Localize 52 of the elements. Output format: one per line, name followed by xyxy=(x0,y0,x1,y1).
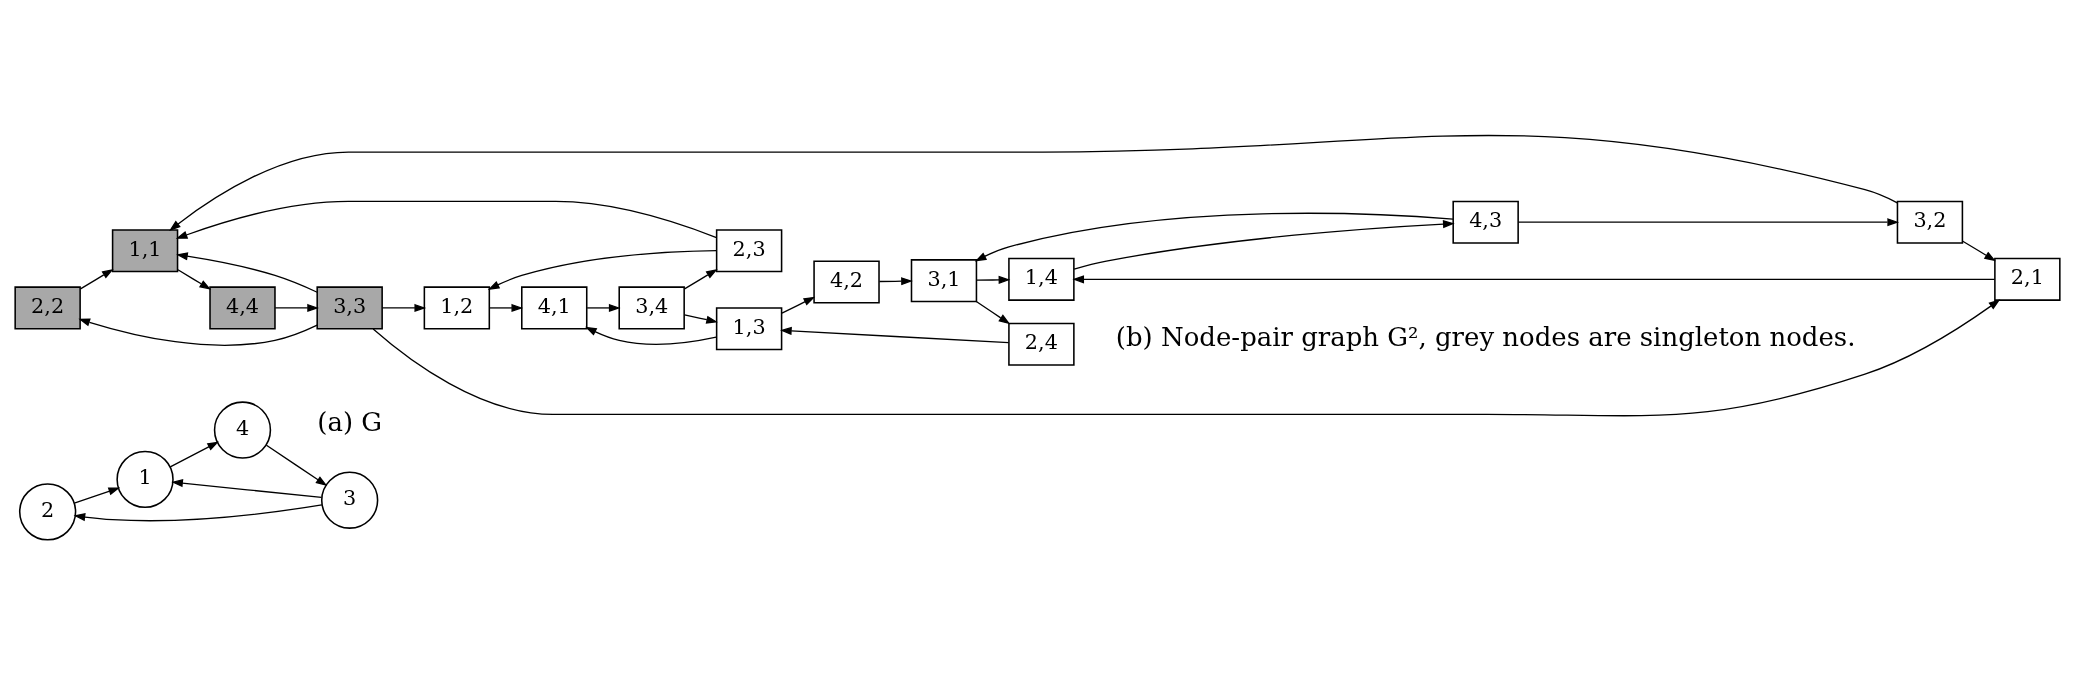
arrow xyxy=(176,252,318,293)
arrow xyxy=(683,268,718,290)
arrow xyxy=(683,314,718,324)
node-box: 1,4 xyxy=(1008,257,1075,301)
arrow xyxy=(78,318,318,346)
arrow xyxy=(585,326,717,345)
arrow xyxy=(586,303,621,313)
arrow xyxy=(489,303,524,313)
arrow xyxy=(171,479,323,499)
node-box: 3,2 xyxy=(1896,200,1964,244)
node-box: 3,4 xyxy=(618,286,685,330)
node-box: 2,3 xyxy=(715,229,783,273)
arrow xyxy=(1072,275,1996,284)
arrow xyxy=(175,200,718,239)
node-box: 2,4 xyxy=(1008,322,1075,366)
node-box: 4,2 xyxy=(813,260,880,304)
arrow xyxy=(878,277,913,286)
arrow xyxy=(372,299,2001,417)
arrow xyxy=(169,135,1898,232)
arrow xyxy=(79,268,114,290)
node-circle: 4 xyxy=(213,401,272,459)
node-box: 1,2 xyxy=(423,286,491,330)
arrow xyxy=(976,275,1011,284)
node-box: 2,2 xyxy=(14,286,81,330)
node-box: 3,3 xyxy=(316,286,383,330)
node-box: 4,1 xyxy=(521,286,588,330)
arrow xyxy=(781,296,816,314)
node-box: 3,1 xyxy=(910,259,978,303)
arrow xyxy=(381,303,427,313)
label: (a) G xyxy=(317,407,383,438)
arrow xyxy=(274,303,319,313)
arrow xyxy=(1073,220,1455,270)
arrow xyxy=(73,504,323,522)
node-box: 4,3 xyxy=(1452,200,1519,244)
arrow xyxy=(169,441,219,468)
node-box: 4,4 xyxy=(209,286,276,330)
label: (b) Node-pair graph G², grey nodes are singleton nodes. xyxy=(1115,321,1856,352)
arrow xyxy=(265,444,328,487)
arrow xyxy=(1962,240,1996,262)
arrow xyxy=(1517,218,1900,227)
arrow xyxy=(780,326,1010,344)
arrow xyxy=(177,269,212,290)
node-box: 2,1 xyxy=(1994,257,2061,301)
node-circle: 3 xyxy=(320,471,379,529)
arrow xyxy=(974,212,1454,262)
arrow xyxy=(487,250,718,290)
arrow xyxy=(73,487,121,504)
node-box: 1,3 xyxy=(715,307,783,351)
node-circle: 1 xyxy=(116,450,174,509)
node-circle: 2 xyxy=(18,483,77,541)
node-box: 1,1 xyxy=(111,229,179,273)
arrow xyxy=(975,300,1011,325)
